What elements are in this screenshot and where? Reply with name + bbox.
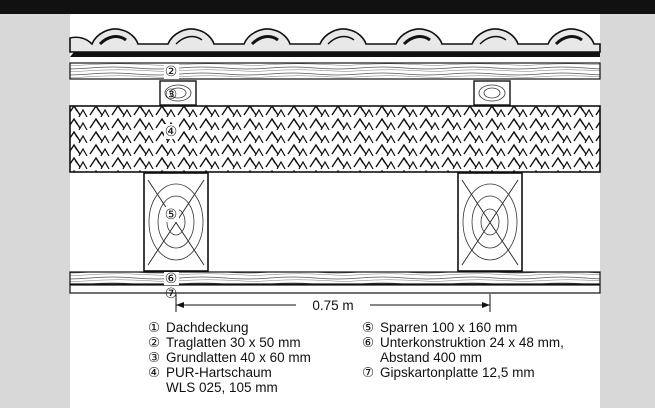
marker-substructure: ⑥ xyxy=(165,271,178,287)
layer-markers: ② ③ ④ ⑤ ⑥ ⑦ xyxy=(164,64,179,302)
frame-left xyxy=(0,0,70,408)
top-bar xyxy=(0,0,655,14)
plasterboard xyxy=(69,284,601,294)
legend-text: PUR-Hartschaum xyxy=(166,365,272,380)
marker-insulation: ④ xyxy=(165,124,178,140)
legend-symbol: ⑤ xyxy=(362,320,375,335)
legend-item-substructure: ⑥ Unterkonstruktion 24 x 48 mm, xyxy=(362,335,564,350)
rafter-left xyxy=(143,172,209,272)
legend-text: Grundlatten 40 x 60 mm xyxy=(166,350,311,365)
legend-symbol: ⑦ xyxy=(362,365,375,380)
legend-symbol: ③ xyxy=(148,350,161,365)
legend-text: Sparren 100 x 160 mm xyxy=(380,320,518,335)
legend-text: Dachdeckung xyxy=(166,320,249,335)
legend-continuation: Abstand 400 mm xyxy=(380,350,483,365)
roof-tiles xyxy=(69,28,601,57)
dimension-line: 0.75 m xyxy=(175,294,491,313)
marker-plasterboard: ⑦ xyxy=(165,286,178,302)
legend-item-insulation: ④ PUR-Hartschaum xyxy=(148,365,311,380)
legend-item-counter-batten: ② Traglatten 30 x 50 mm xyxy=(148,335,311,350)
dimension-label: 0.75 m xyxy=(312,298,353,313)
substructure-batten xyxy=(69,271,601,285)
rafter-right xyxy=(457,172,523,272)
pur-insulation-layer xyxy=(69,105,601,173)
legend-item-roofing: ① Dachdeckung xyxy=(148,320,311,335)
legend-text: Gipskartonplatte 12,5 mm xyxy=(380,365,535,380)
legend-text: Unterkonstruktion 24 x 48 mm, xyxy=(380,335,564,350)
legend-text: Traglatten 30 x 50 mm xyxy=(166,335,301,350)
marker-rafter: ⑤ xyxy=(165,207,178,223)
base-batten-left xyxy=(159,80,197,106)
legend-item-rafter: ⑤ Sparren 100 x 160 mm xyxy=(362,320,564,335)
legend-continuation: WLS 025, 105 mm xyxy=(166,380,278,395)
counter-batten-board xyxy=(69,62,601,80)
legend-item-plasterboard: ⑦ Gipskartonplatte 12,5 mm xyxy=(362,365,564,380)
legend-right: ⑤ Sparren 100 x 160 mm ⑥ Unterkonstruktion… xyxy=(362,320,564,380)
frame-right xyxy=(600,0,655,408)
marker-counter-batten: ② xyxy=(165,64,178,80)
legend-symbol: ④ xyxy=(148,365,161,380)
base-batten-right xyxy=(473,80,511,106)
legend-item-base-batten: ③ Grundlatten 40 x 60 mm xyxy=(148,350,311,365)
legend-symbol: ⑥ xyxy=(362,335,375,350)
marker-base-batten: ③ xyxy=(165,87,178,103)
legend-symbol: ② xyxy=(148,335,161,350)
legend-left: ① Dachdeckung ② Traglatten 30 x 50 mm ③ Gru… xyxy=(148,320,311,395)
legend-symbol: ① xyxy=(148,320,161,335)
